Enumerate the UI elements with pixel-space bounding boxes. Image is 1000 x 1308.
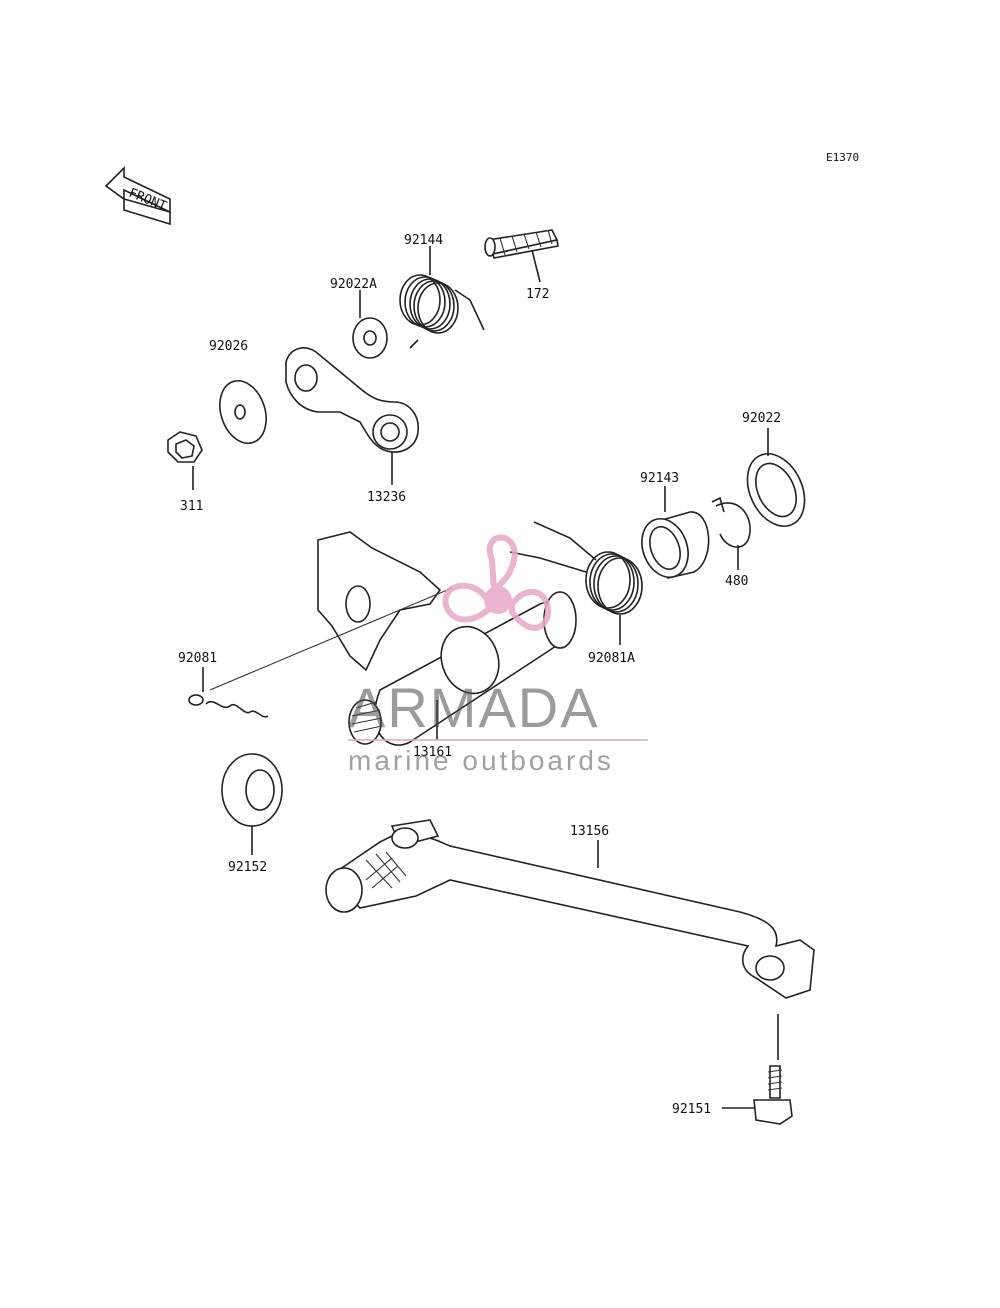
seal-92152 <box>221 753 283 827</box>
spring-92144 <box>399 274 485 349</box>
watermark-brand: ARMADA <box>348 676 600 739</box>
arm-13236 <box>285 347 419 453</box>
label-92144: 92144 <box>404 233 443 248</box>
bolt-92151 <box>753 1065 793 1125</box>
label-92026: 92026 <box>209 339 248 354</box>
label-92081: 92081 <box>178 651 217 666</box>
label-92022: 92022 <box>742 411 781 426</box>
label-480: 480 <box>725 574 748 589</box>
label-92081A: 92081A <box>588 651 635 666</box>
label-172: 172 <box>526 287 549 302</box>
label-13161: 13161 <box>413 745 452 760</box>
label-92151: 92151 <box>672 1102 711 1117</box>
spring-92081 <box>188 587 453 718</box>
label-92022A: 92022A <box>330 277 377 292</box>
washer-92022 <box>746 453 806 527</box>
pin-172 <box>484 229 559 259</box>
label-13236: 13236 <box>367 490 406 505</box>
nut-311 <box>167 431 203 463</box>
shift-pedal-13156 <box>325 819 815 999</box>
label-92152: 92152 <box>228 860 267 875</box>
label-92143: 92143 <box>640 471 679 486</box>
armada-watermark: ARMADA marine outboards <box>348 534 648 776</box>
shift-shaft-13161 <box>317 531 577 746</box>
front-arrow-icon: FRONT <box>104 166 171 226</box>
washer-92026 <box>219 380 267 444</box>
collar-92143 <box>641 511 710 579</box>
label-13156: 13156 <box>570 824 609 839</box>
circlip-480 <box>711 496 751 548</box>
propeller-logo-icon <box>442 534 552 631</box>
label-311: 311 <box>180 499 203 514</box>
washer-92022A <box>352 317 388 359</box>
spring-92081A <box>509 521 643 615</box>
diagram-code: E1370 <box>826 151 859 164</box>
watermark-tagline: marine outboards <box>348 745 614 776</box>
